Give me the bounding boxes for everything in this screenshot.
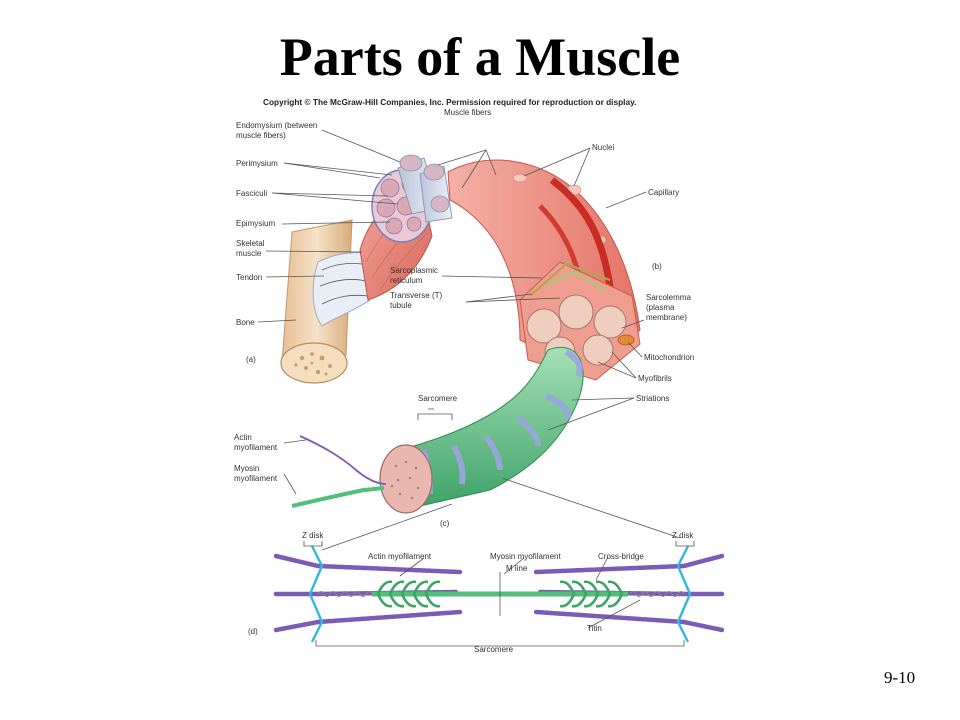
label-tt-2: tubule xyxy=(390,301,412,310)
slide-title: Parts of a Muscle xyxy=(279,27,681,87)
copyright-notice: Copyright © The McGraw-Hill Companies, I… xyxy=(263,97,637,107)
label-sarcomere-d: Sarcomere xyxy=(474,645,514,654)
panel-b-muscle-fiber xyxy=(447,159,641,381)
label-titin: Titin xyxy=(587,624,602,633)
labels-panel-c: Sarcomere Striations Actin myofilament M… xyxy=(234,394,669,528)
label-sr-2: reticulum xyxy=(390,276,423,285)
label-skeletal-1: Skeletal xyxy=(236,239,265,248)
label-myosin-c-2: myofilament xyxy=(234,474,278,483)
panel-letter-c: (c) xyxy=(440,519,450,528)
titin-coils xyxy=(317,591,685,597)
label-myosin-d: Myosin myofilament xyxy=(490,552,561,561)
labels-panel-b: Muscle fibers Nuclei Capillary (b) Sarco… xyxy=(390,108,694,383)
myofibril-cut-face xyxy=(379,444,433,514)
label-bone: Bone xyxy=(236,318,255,327)
label-myofibrils: Myofibrils xyxy=(638,374,672,383)
label-actin-d: Actin myofilament xyxy=(368,552,432,561)
label-tt-1: Transverse (T) xyxy=(390,291,442,300)
label-sarcomere-c: Sarcomere xyxy=(418,394,458,403)
sarcomere-bracket-d xyxy=(315,640,685,647)
myosin-strand xyxy=(291,486,385,508)
tendon-illustration xyxy=(312,252,379,327)
panel-d-sarcomere xyxy=(273,528,725,654)
fascicle-tubes xyxy=(397,154,453,223)
panel-letter-b: (b) xyxy=(652,262,662,271)
label-perimysium: Perimysium xyxy=(236,159,278,168)
panel-a-whole-muscle xyxy=(280,154,453,384)
z-disks xyxy=(308,545,692,643)
label-nuclei: Nuclei xyxy=(592,143,614,152)
label-skeletal-2: muscle xyxy=(236,249,262,258)
label-tendon: Tendon xyxy=(236,273,262,282)
label-z-disk-left: Z disk xyxy=(302,531,324,540)
label-fasciculi: Fasciculi xyxy=(236,189,267,198)
label-epimysium: Epimysium xyxy=(236,219,275,228)
mitochondrion-shape xyxy=(617,334,635,346)
panel-c-myofibril xyxy=(291,346,584,514)
label-z-disk-right: Z disk xyxy=(672,531,694,540)
labels-panel-d: Z disk Z disk Actin myofilament Myosin m… xyxy=(248,531,694,654)
label-endomysium-1: Endomysium (between xyxy=(236,121,317,130)
label-sarcolemma-1: Sarcolemma xyxy=(646,293,691,302)
label-actin-c-1: Actin xyxy=(234,433,252,442)
label-actin-c-2: myofilament xyxy=(234,443,278,452)
label-muscle-fibers: Muscle fibers xyxy=(444,108,491,117)
label-sarcolemma-2: (plasma xyxy=(646,303,675,312)
panel-letter-a: (a) xyxy=(246,355,256,364)
label-myosin-c-1: Myosin xyxy=(234,464,259,473)
labels-panel-a: Endomysium (between muscle fibers) Perim… xyxy=(236,121,317,364)
actin-strand xyxy=(299,435,387,485)
label-capillary: Capillary xyxy=(648,188,679,197)
label-striations: Striations xyxy=(636,394,669,403)
leader-lines xyxy=(257,129,681,629)
page-number: 9-10 xyxy=(884,668,916,687)
label-sr-1: Sarcoplasmic xyxy=(390,266,438,275)
label-endomysium-2: muscle fibers) xyxy=(236,131,286,140)
label-m-line: M line xyxy=(506,564,528,573)
label-sarcolemma-3: membrane) xyxy=(646,313,687,322)
label-mitochondrion: Mitochondrion xyxy=(644,353,694,362)
panel-letter-d: (d) xyxy=(248,627,258,636)
label-cross-bridge: Cross-bridge xyxy=(598,552,644,561)
